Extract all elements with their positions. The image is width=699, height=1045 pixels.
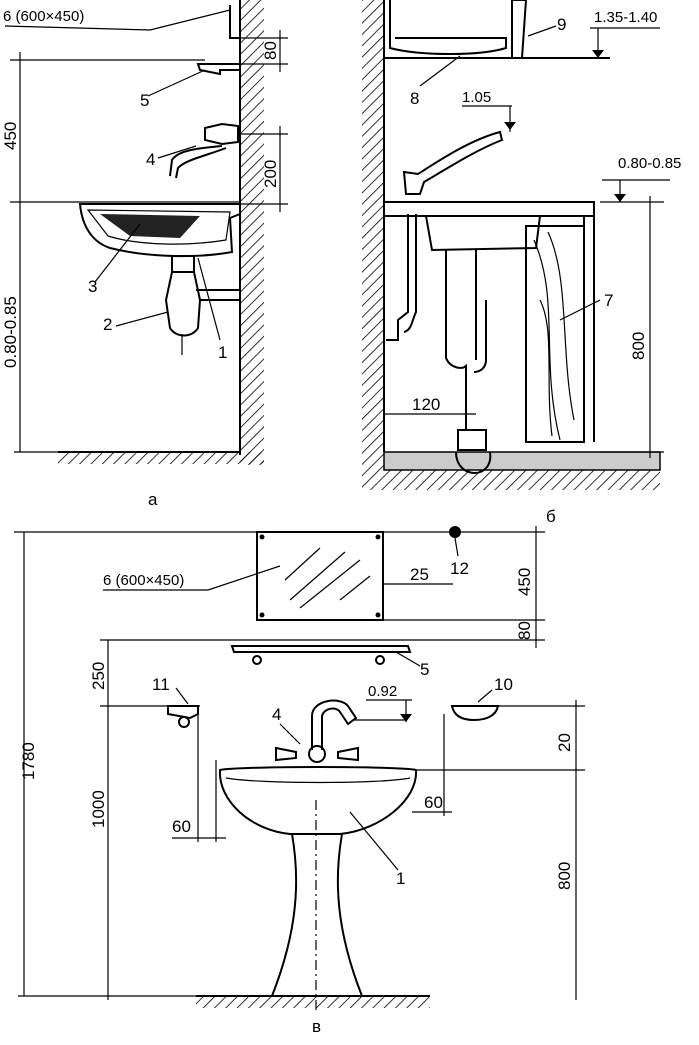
basin-c bbox=[218, 766, 418, 835]
dim-450-a: 450 bbox=[1, 122, 20, 150]
label-5-c: 5 bbox=[420, 660, 429, 679]
panel-label-b: б bbox=[546, 507, 556, 526]
wall-a bbox=[240, 0, 264, 465]
level-092-c: 0.92 bbox=[368, 683, 397, 700]
dim-60-right-c: 60 bbox=[424, 793, 443, 812]
dim-80-a: 80 bbox=[261, 41, 280, 60]
pipe-b bbox=[386, 214, 409, 341]
dim-800-b: 800 bbox=[629, 332, 648, 360]
dim-80-c: 80 bbox=[515, 621, 534, 640]
dim-1780-c: 1780 bbox=[19, 742, 38, 780]
dim-25-c: 25 bbox=[410, 565, 429, 584]
label-1-a: 1 bbox=[218, 343, 227, 362]
panel-label-c: в bbox=[312, 1017, 321, 1036]
label-4-a: 4 bbox=[146, 150, 155, 169]
label-4-c: 4 bbox=[272, 705, 281, 724]
level-top-b: 1.35-1.40 bbox=[594, 9, 657, 26]
floor-c bbox=[196, 996, 430, 1008]
holder-11-c bbox=[167, 705, 199, 720]
dim-800-c: 800 bbox=[555, 862, 574, 890]
mirror-c bbox=[256, 531, 384, 621]
label-10-c: 10 bbox=[494, 675, 513, 694]
label-1-c: 1 bbox=[396, 869, 405, 888]
dim-20-c: 20 bbox=[555, 733, 574, 752]
tap-a bbox=[204, 122, 239, 146]
panel-c: 6 (600×450) 12 25 450 80 5 1780 250 1000 bbox=[14, 526, 585, 1036]
shelf-a bbox=[196, 63, 241, 76]
dim-1000-c: 1000 bbox=[89, 790, 108, 828]
label-5-a: 5 bbox=[140, 91, 149, 110]
label-8-b: 8 bbox=[410, 89, 419, 108]
wood-panel-b bbox=[525, 225, 585, 443]
wall-b bbox=[362, 0, 384, 470]
soap-dish-c bbox=[450, 705, 500, 722]
floor-b-hatch bbox=[362, 470, 660, 490]
dim-height-a: 0.80-0.85 bbox=[1, 296, 20, 368]
dim-450-c: 450 bbox=[515, 568, 534, 596]
floor-a bbox=[58, 452, 264, 464]
siphon-a bbox=[164, 271, 202, 337]
tap-b bbox=[402, 130, 504, 195]
panel-a: 6 (600×450) 5 4 3 2 1 80 bbox=[1, 0, 288, 509]
label-11-c: 11 bbox=[152, 675, 170, 694]
panel-b: 9 8 1.35-1.40 1.05 0.80-0.85 bbox=[362, 0, 681, 526]
label-9-b: 9 bbox=[557, 15, 566, 34]
label-3-a: 3 bbox=[88, 277, 97, 296]
siphon-b bbox=[445, 250, 487, 430]
level-sink-b: 0.80-0.85 bbox=[618, 155, 681, 172]
label-2-a: 2 bbox=[103, 315, 112, 334]
mirror-a bbox=[229, 5, 240, 39]
dim-120-b: 120 bbox=[412, 395, 440, 414]
shelf-c bbox=[230, 645, 412, 653]
sink-b bbox=[424, 215, 542, 252]
dim-60-left-c: 60 bbox=[172, 817, 191, 836]
mirror-label-a: 6 (600×450) bbox=[3, 8, 84, 25]
label-7-b: 7 bbox=[604, 291, 613, 310]
floor-b bbox=[383, 451, 661, 471]
mirror-label-c: 6 (600×450) bbox=[103, 572, 184, 589]
sink-top-b bbox=[383, 201, 595, 217]
pedestal-c bbox=[270, 833, 364, 997]
tap-c bbox=[311, 699, 358, 750]
label-12-c: 12 bbox=[450, 559, 469, 578]
dim-200-a: 200 bbox=[261, 160, 280, 188]
dim-250-c: 250 bbox=[89, 662, 108, 690]
level-tap-b: 1.05 bbox=[462, 89, 491, 106]
cabinet-b bbox=[389, 0, 507, 55]
panel-label-a: а bbox=[148, 490, 158, 509]
